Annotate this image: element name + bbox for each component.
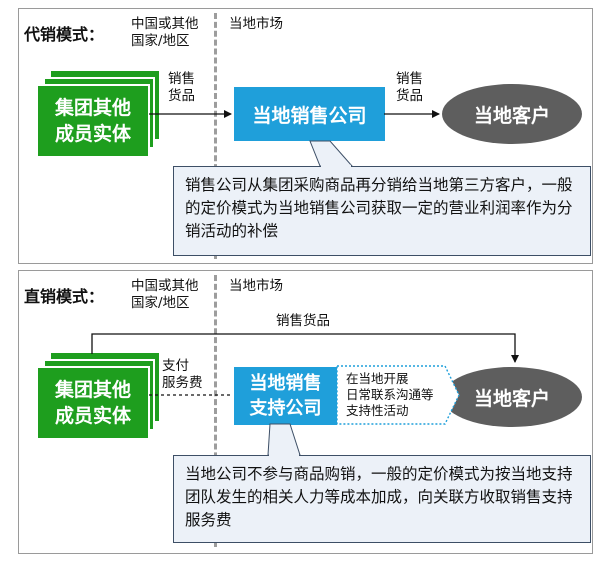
- region-divider: [214, 13, 217, 259]
- home-region-label-2: 中国或其他 国家/地区: [131, 278, 199, 311]
- consignment-note: 销售公司从集团采购商品再分销给当地第三方客户，一般的定价模式为当地销售公司获取一…: [173, 166, 591, 256]
- arrow-direct-goods: [91, 333, 519, 363]
- local-customer-top: 当地客户: [442, 84, 582, 144]
- direct-sales-panel: 直销模式： 中国或其他 国家/地区 当地市场 销售货品 集团其他 成员实体 支付…: [18, 270, 593, 554]
- callout-pointer-bottom: [267, 423, 301, 456]
- consignment-title: 代销模式：: [24, 25, 105, 44]
- local-market-label-2: 当地市场: [229, 278, 283, 294]
- consignment-panel: 代销模式： 中国或其他 国家/地区 当地市场 集团其他 成员实体 销售 货品 销…: [18, 8, 593, 264]
- sales-goods-top-label: 销售货品: [276, 313, 330, 329]
- support-activity-text: 在当地开展 日常联系沟通等 支持性活动: [346, 371, 434, 418]
- direct-sales-note: 当地公司不参与商品购销，一般的定价模式为按当地支持团队发生的相关人力等成本加成，…: [173, 455, 591, 543]
- local-market-label: 当地市场: [229, 16, 283, 32]
- group-entity-box-2: 集团其他 成员实体: [36, 366, 150, 440]
- local-sales-support-box: 当地销售 支持公司: [234, 367, 337, 425]
- direct-title: 直销模式：: [24, 287, 105, 306]
- sales-goods-label-1: 销售 货品: [168, 71, 195, 104]
- pay-fee-label: 支付 服务费: [162, 358, 203, 391]
- sales-goods-label-2: 销售 货品: [396, 71, 423, 104]
- callout-pointer-top: [309, 140, 354, 167]
- activity-hexagon: [336, 365, 460, 425]
- home-region-label: 中国或其他 国家/地区: [131, 16, 199, 49]
- region-divider-2: [214, 275, 217, 547]
- local-sales-company-box: 当地销售公司: [234, 87, 385, 141]
- local-customer-bottom: 当地客户: [442, 367, 582, 427]
- group-entity-box: 集团其他 成员实体: [36, 84, 150, 158]
